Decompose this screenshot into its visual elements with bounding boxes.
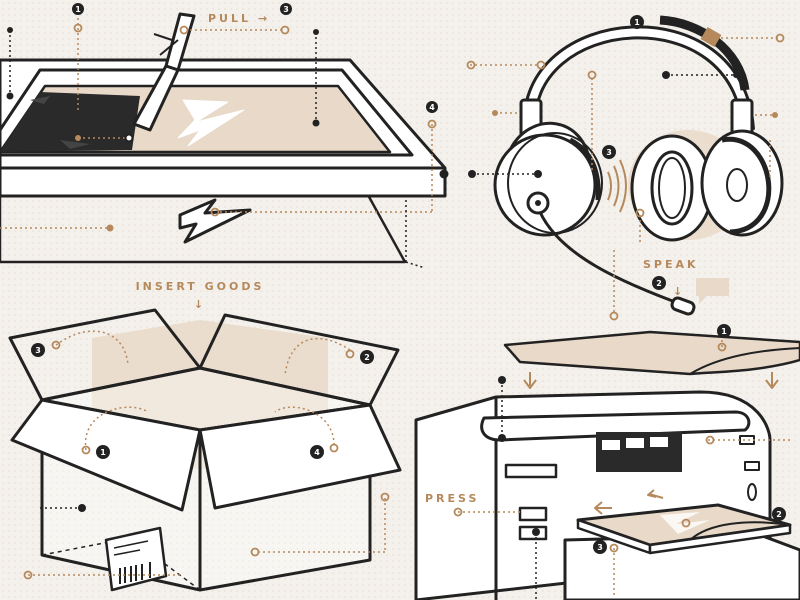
press-button[interactable] <box>518 506 548 522</box>
pull-label: PULL <box>208 12 251 25</box>
headphones-section: 1 2 3 SPEAK ↓ <box>466 15 785 321</box>
insert-goods-label: INSERT GOODS <box>136 280 265 293</box>
step-badge-2 <box>652 276 666 290</box>
printer-section: 1 2 3 PRESS <box>414 324 800 600</box>
step-number: 3 <box>35 346 41 355</box>
step-badge-3 <box>593 540 607 554</box>
step-number: 4 <box>314 448 320 457</box>
microphone-icon <box>526 191 696 316</box>
sound-waves-icon <box>607 159 627 213</box>
step-badge-2 <box>772 507 786 521</box>
step-number: 4 <box>429 103 435 112</box>
step-number: 1 <box>75 5 81 14</box>
step-badge-3 <box>31 343 45 357</box>
speech-bubble-icon <box>696 278 729 304</box>
step-number: 2 <box>656 279 662 288</box>
step-badge-1 <box>96 445 110 459</box>
pull-arrow-icon: → <box>258 12 270 25</box>
step-number: 1 <box>721 327 727 336</box>
step-badge-3 <box>602 145 616 159</box>
step-badge-3 <box>280 3 292 15</box>
press-label: PRESS <box>425 492 479 505</box>
step-badge-4 <box>310 445 324 459</box>
speak-arrow-icon: ↓ <box>673 285 685 298</box>
speak-label: SPEAK <box>643 258 699 271</box>
step-number: 2 <box>364 353 370 362</box>
step-badge-1 <box>717 324 731 338</box>
step-badge-1 <box>72 3 84 15</box>
step-number: 1 <box>634 18 640 27</box>
step-number: 3 <box>597 543 603 552</box>
step-badge-1 <box>630 15 644 29</box>
box-section: 3 2 1 4 INSERT GOODS ↓ <box>8 280 402 592</box>
step-number: 2 <box>776 510 782 519</box>
screen-print-section: 1 3 4 PULL → <box>0 3 449 269</box>
garment-printer-icon <box>414 390 800 600</box>
step-number: 3 <box>283 5 289 14</box>
step-badge-4 <box>426 101 438 113</box>
lightning-bolt-icon <box>178 198 252 244</box>
step-badge-2 <box>360 350 374 364</box>
lightning-logo-icon <box>177 99 245 147</box>
ink-pool <box>0 92 140 152</box>
insert-goods-arrow-icon: ↓ <box>194 298 206 311</box>
shipping-label-icon <box>104 526 168 592</box>
step-number: 1 <box>100 448 106 457</box>
step-number: 3 <box>606 148 612 157</box>
